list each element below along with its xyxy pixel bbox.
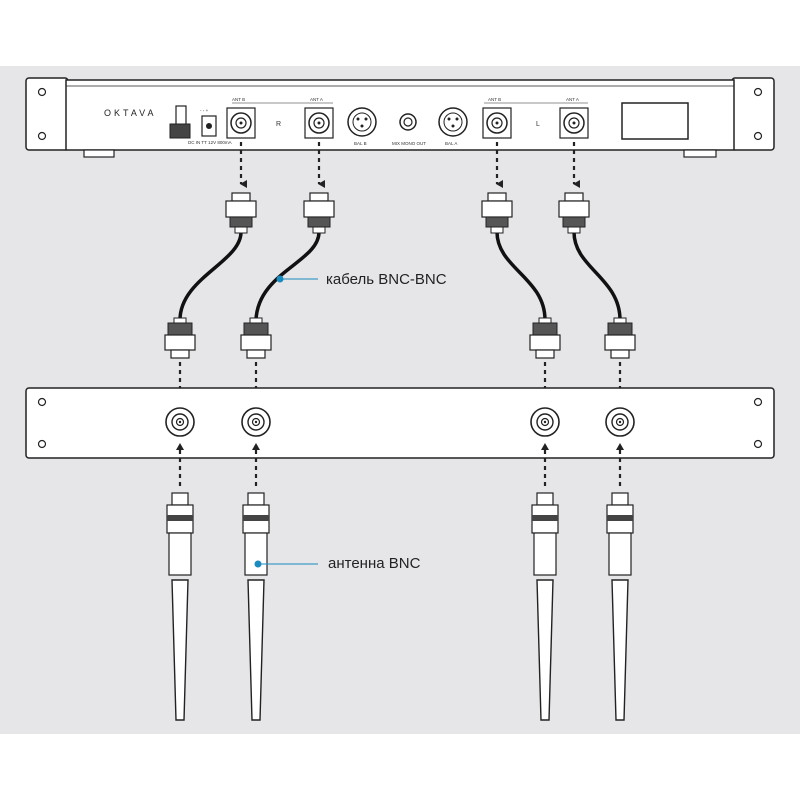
rack-hole xyxy=(37,397,47,407)
display-window xyxy=(621,102,689,140)
ant-a-label-r: ANT A xyxy=(310,97,323,102)
bnc-cable-3 xyxy=(481,192,561,359)
arrows-receiver-to-cable xyxy=(239,142,580,188)
panel-bnc-3[interactable] xyxy=(530,407,560,437)
antenna-4 xyxy=(606,492,634,721)
antennas xyxy=(166,492,634,721)
rack-hole xyxy=(37,87,47,97)
receiver-rack-ear-right xyxy=(731,77,775,151)
rack-hole xyxy=(753,131,763,141)
antenna-callout-label: антенна BNC xyxy=(328,555,421,572)
receiver-unit: OKTAVA - ◦ + DC IN TT 12V 800mA ANT B AN… xyxy=(25,77,775,158)
receiver-bnc-ant-a-l[interactable] xyxy=(559,107,589,139)
panel-bnc-2[interactable] xyxy=(241,407,271,437)
mix-mono-out-label: MIX MONO OUT xyxy=(392,141,426,146)
receiver-rack-ear-left xyxy=(25,77,69,151)
receiver-foot-left xyxy=(83,149,115,158)
bal-a-label: BAL A xyxy=(445,141,457,146)
channel-r-label: R xyxy=(276,121,281,128)
bnc-cables xyxy=(164,192,636,359)
rack-hole xyxy=(753,87,763,97)
panel-bnc-1[interactable] xyxy=(165,407,195,437)
power-label: DC IN TT 12V 800mA xyxy=(188,140,232,145)
rack-hole xyxy=(37,131,47,141)
antenna-panel xyxy=(25,387,775,459)
receiver-bnc-ant-a-r[interactable] xyxy=(304,107,334,139)
antenna-1 xyxy=(166,492,194,721)
ant-b-label-l: ANT B xyxy=(488,97,501,102)
rack-hole xyxy=(37,439,47,449)
bal-b-label: BAL B xyxy=(354,141,367,146)
bnc-cable-4 xyxy=(558,192,636,359)
arrow-heads-up xyxy=(176,443,624,450)
channel-l-label: L xyxy=(536,121,540,128)
antenna-2 xyxy=(242,492,270,721)
ant-a-label-l: ANT A xyxy=(566,97,579,102)
power-polarity-label: - ◦ + xyxy=(200,108,209,113)
antenna-panel-body xyxy=(25,387,775,459)
receiver-foot-right xyxy=(683,149,717,158)
antenna-3 xyxy=(531,492,559,721)
rack-hole xyxy=(753,397,763,407)
dc-jack-hole xyxy=(206,123,212,129)
bnc-cable-1 xyxy=(164,192,257,359)
xlr-bal-a[interactable] xyxy=(438,107,468,137)
brand-logo: OKTAVA xyxy=(104,108,157,118)
bnc-cable-2 xyxy=(240,192,335,359)
xlr-bal-b[interactable] xyxy=(347,107,377,137)
cable-callout: кабель BNC-BNC xyxy=(276,271,447,288)
mix-mono-out-jack[interactable] xyxy=(399,113,417,131)
panel-bnc-4[interactable] xyxy=(605,407,635,437)
ant-b-label-r: ANT B xyxy=(232,97,245,102)
antenna-callout: антенна BNC xyxy=(254,555,421,572)
receiver-bnc-ant-b-l[interactable] xyxy=(482,107,512,139)
arrows-antenna-to-panel xyxy=(178,446,622,486)
receiver-bnc-ant-b-r[interactable] xyxy=(226,107,256,139)
cable-callout-label: кабель BNC-BNC xyxy=(326,271,447,288)
power-switch[interactable] xyxy=(169,105,191,139)
rack-hole xyxy=(753,439,763,449)
